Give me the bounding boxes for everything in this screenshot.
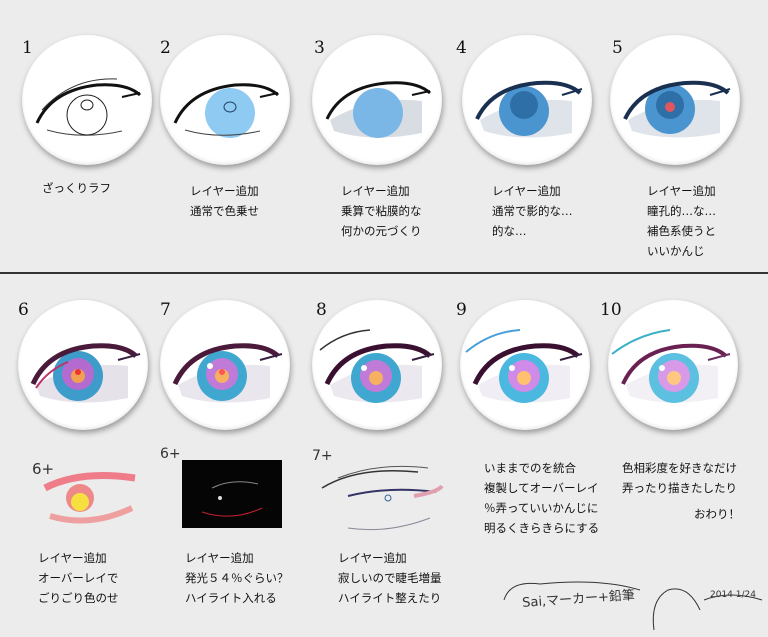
step-number-5: 5 <box>612 38 623 58</box>
step-number-7: 7 <box>160 300 171 320</box>
eye-step-2-image <box>160 35 290 165</box>
step-5-caption: レイヤー追加 瞳孔的…な… 補色系使うと いいかんじ <box>647 184 716 258</box>
eye-step-9-image <box>460 300 590 430</box>
step-2-caption: レイヤー追加 通常で色乗せ <box>190 184 259 218</box>
step-7-caption: レイヤー追加 発光５４％ぐらい？ ハイライト入れる <box>185 551 289 605</box>
step-1-caption: ざっくりラフ <box>42 181 111 195</box>
step-number-2: 2 <box>160 38 171 58</box>
eye-step-1-image <box>22 35 152 165</box>
step-10-caption: 色相彩度を好きなだけ 弄ったり描きたしたり おわり！ <box>622 461 740 521</box>
eye-step-8-image <box>312 300 442 430</box>
eye-step-10-image <box>608 300 738 430</box>
overlay-layer-detail-image <box>40 468 140 530</box>
step-3-caption: レイヤー追加 乗算で粘膜的な 何かの元づくり <box>341 184 422 238</box>
step-number-9: 9 <box>456 300 467 320</box>
detail-8-label: 7+ <box>312 448 333 464</box>
step-6-caption: レイヤー追加 オーバーレイで ごりごり色のせ <box>38 551 119 605</box>
eye-step-7-image <box>160 300 290 430</box>
step-9-caption: いままでのを統合 複製してオーバーレイ ％弄っていいかんじに 明るくきらきらにす… <box>484 461 600 535</box>
step-4-caption: レイヤー追加 通常で影的な… 的な… <box>492 184 573 238</box>
step-number-10: 10 <box>600 300 622 320</box>
detail-7-label: 6+ <box>160 446 181 462</box>
step-number-3: 3 <box>314 38 325 58</box>
step-number-8: 8 <box>316 300 327 320</box>
step-number-6: 6 <box>18 300 29 320</box>
section-divider <box>0 272 768 274</box>
glow-layer-detail-image <box>182 460 282 528</box>
eye-step-4-image <box>462 35 592 165</box>
eye-step-6-image <box>18 300 148 430</box>
eye-step-5-image <box>610 35 740 165</box>
step-number-1: 1 <box>22 38 33 58</box>
handwritten-sketch-mark <box>503 581 763 631</box>
lashes-layer-detail-image <box>318 456 446 536</box>
eye-step-3-image <box>312 35 442 165</box>
date-note: 2014 1/24 <box>710 590 756 600</box>
detail-6-label: 6+ <box>32 460 55 478</box>
step-number-4: 4 <box>456 38 467 58</box>
step-8-caption: レイヤー追加 寂しいので睫毛増量 ハイライト整えたり <box>338 551 442 605</box>
